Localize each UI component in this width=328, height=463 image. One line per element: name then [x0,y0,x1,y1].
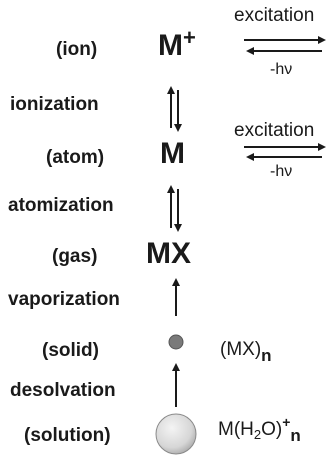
excitation-label-atom: excitation [234,120,315,141]
formula-solid: (MX)n [220,339,272,364]
atomization-arrows [167,185,182,232]
formula-solution-h2o-sub: 2 [253,427,262,442]
formula-solution: M(H2O)+n [218,415,301,444]
process-label-ionization: ionization [10,94,99,115]
species-ion-charge: + [183,25,196,50]
solid-particle [168,334,184,350]
excitation-label-ion: excitation [234,5,315,26]
species-ion: M+ [158,27,196,62]
species-gas: MX [146,237,191,270]
stage-label-ion: (ion) [56,39,98,60]
process-label-vaporization: vaporization [8,289,120,310]
stage-label-atom: (atom) [46,147,105,168]
formula-solid-sub: n [261,346,272,365]
stage-label-gas: (gas) [52,246,98,267]
stage-label-solid: (solid) [42,340,99,361]
process-label-atomization: atomization [8,195,114,216]
species-atom: M [160,137,185,170]
formula-solution-sub: n [290,426,301,445]
formula-solution-base: M(H [218,419,254,440]
species-ion-symbol: M [158,29,183,62]
excitation-arrows-ion [244,36,326,55]
stage-label-solution: (solution) [24,425,111,446]
process-label-desolvation: desolvation [10,380,116,401]
formula-solution-close: O) [261,419,283,440]
emission-label-atom: -hν [270,163,293,180]
excitation-arrows-atom [244,143,326,161]
solution-droplet [155,413,197,455]
ionization-arrows [167,86,182,132]
formula-solution-charge: + [282,414,291,430]
formula-solid-base: (MX) [220,339,262,360]
emission-label-ion: -hν [270,61,293,78]
